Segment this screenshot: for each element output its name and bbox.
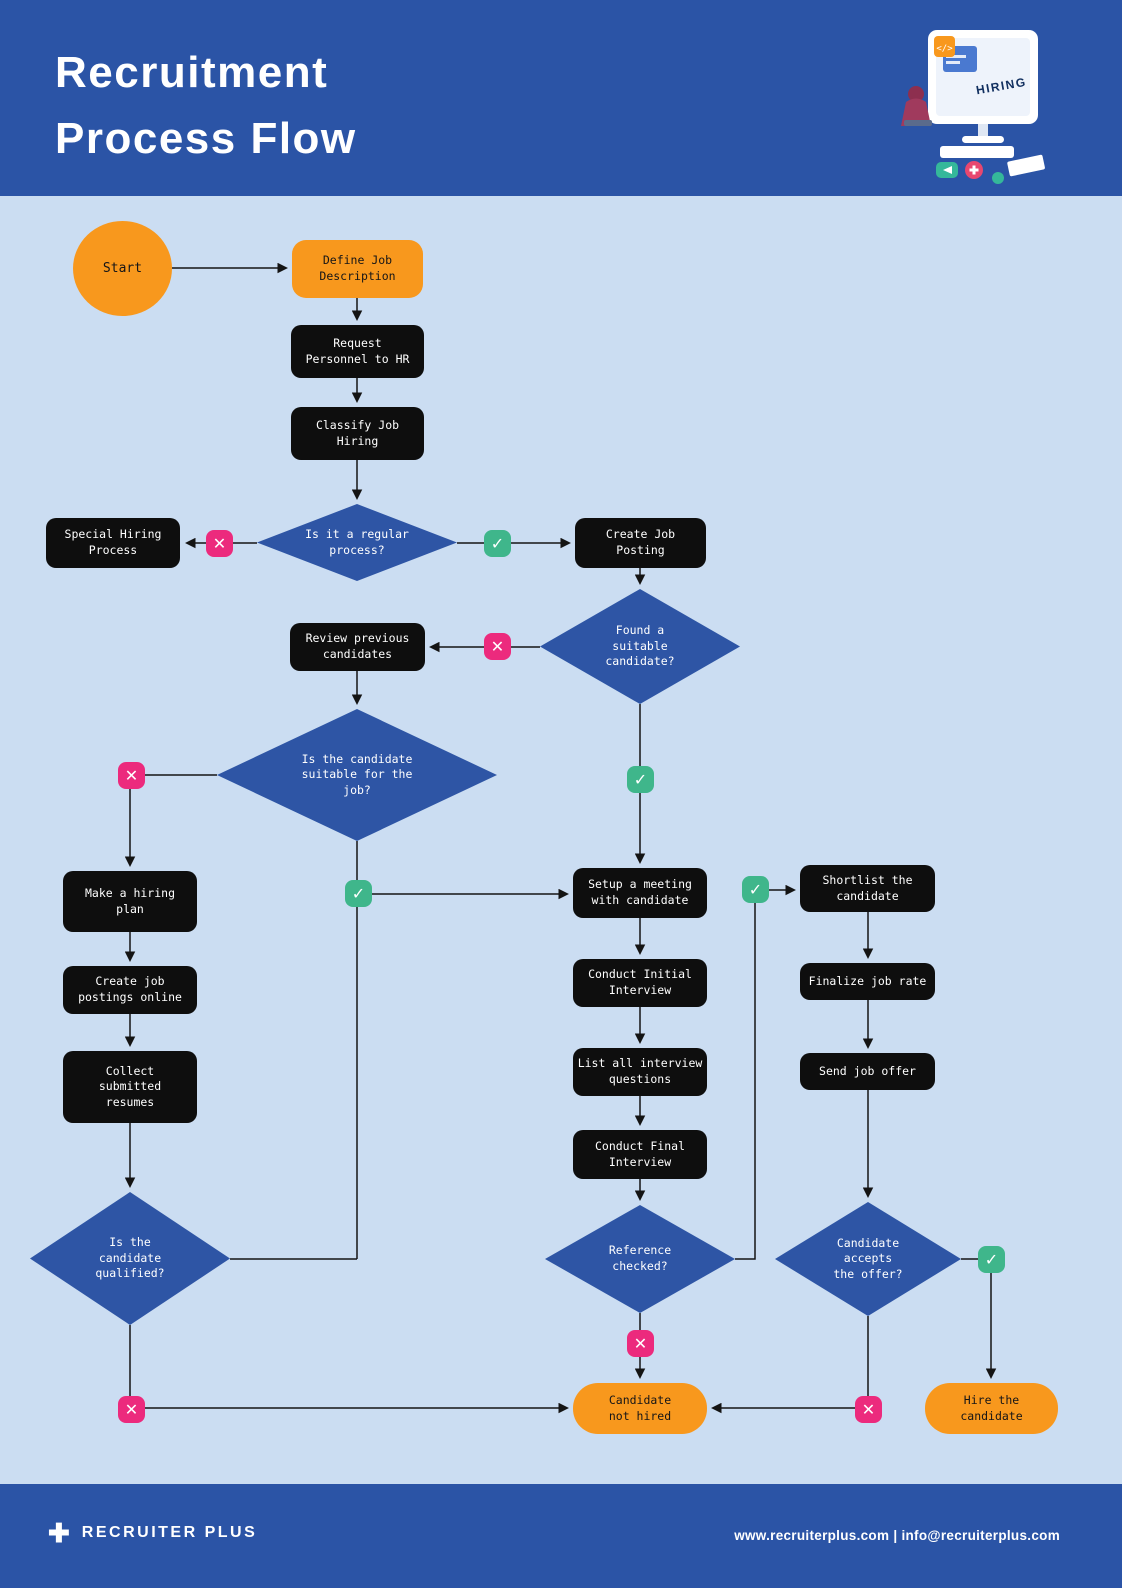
node-setup-meeting: Setup a meeting with candidate xyxy=(573,868,707,918)
yes-icon-found-candidate: ✓ xyxy=(627,766,654,793)
node-review-previous: Review previous candidates xyxy=(290,623,425,671)
node-create-posting: Create Job Posting xyxy=(575,518,706,568)
no-icon-candidate-suitable: ✕ xyxy=(118,762,145,789)
brand-logo: ✚ RECRUITER PLUS xyxy=(48,1520,257,1546)
no-icon-reference-checked: ✕ xyxy=(627,1330,654,1357)
code-icon: </> xyxy=(936,44,953,54)
plus-icon: ✚ xyxy=(48,1518,70,1548)
node-candidate-not-hired: Candidate not hired xyxy=(573,1383,707,1434)
node-shortlist: Shortlist the candidate xyxy=(800,865,935,912)
page-title: Recruitment Process Flow xyxy=(55,40,357,172)
brand-name: RECRUITER PLUS xyxy=(81,1524,258,1541)
node-classify-job: Classify Job Hiring xyxy=(291,407,424,460)
node-postings-online: Create job postings online xyxy=(63,966,197,1014)
node-final-interview: Conduct Final Interview xyxy=(573,1130,707,1179)
node-finalize-rate: Finalize job rate xyxy=(800,963,935,1000)
no-icon-found-candidate: ✕ xyxy=(484,633,511,660)
node-start: Start xyxy=(73,221,172,316)
no-icon-regular-process: ✕ xyxy=(206,530,233,557)
node-define-job: Define Job Description xyxy=(292,240,423,298)
no-icon-accepts-offer: ✕ xyxy=(855,1396,882,1423)
page-title-line2: Process Flow xyxy=(55,114,357,163)
yes-icon-candidate-suitable: ✓ xyxy=(345,880,372,907)
yes-icon-reference-checked: ✓ xyxy=(742,876,769,903)
node-request-personnel: Request Personnel to HR xyxy=(291,325,424,378)
node-special-hiring: Special Hiring Process xyxy=(46,518,180,568)
footer-contact: www.recruiterplus.com | info@recruiterpl… xyxy=(734,1528,1060,1543)
footer-banner: ✚ RECRUITER PLUS www.recruiterplus.com |… xyxy=(0,1484,1122,1588)
node-collect-resumes: Collect submitted resumes xyxy=(63,1051,197,1123)
header-banner: Recruitment Process Flow </> HIRING xyxy=(0,0,1122,196)
node-interview-questions: List all interview questions xyxy=(573,1048,707,1096)
node-send-offer: Send job offer xyxy=(800,1053,935,1090)
no-icon-candidate-qualified: ✕ xyxy=(118,1396,145,1423)
hiring-illustration: </> HIRING xyxy=(901,30,1045,184)
node-hiring-plan: Make a hiring plan xyxy=(63,871,197,932)
node-initial-interview: Conduct Initial Interview xyxy=(573,959,707,1007)
node-hire-candidate: Hire the candidate xyxy=(925,1383,1058,1434)
yes-icon-accepts-offer: ✓ xyxy=(978,1246,1005,1273)
yes-icon-regular-process: ✓ xyxy=(484,530,511,557)
page-title-line1: Recruitment xyxy=(55,48,329,97)
